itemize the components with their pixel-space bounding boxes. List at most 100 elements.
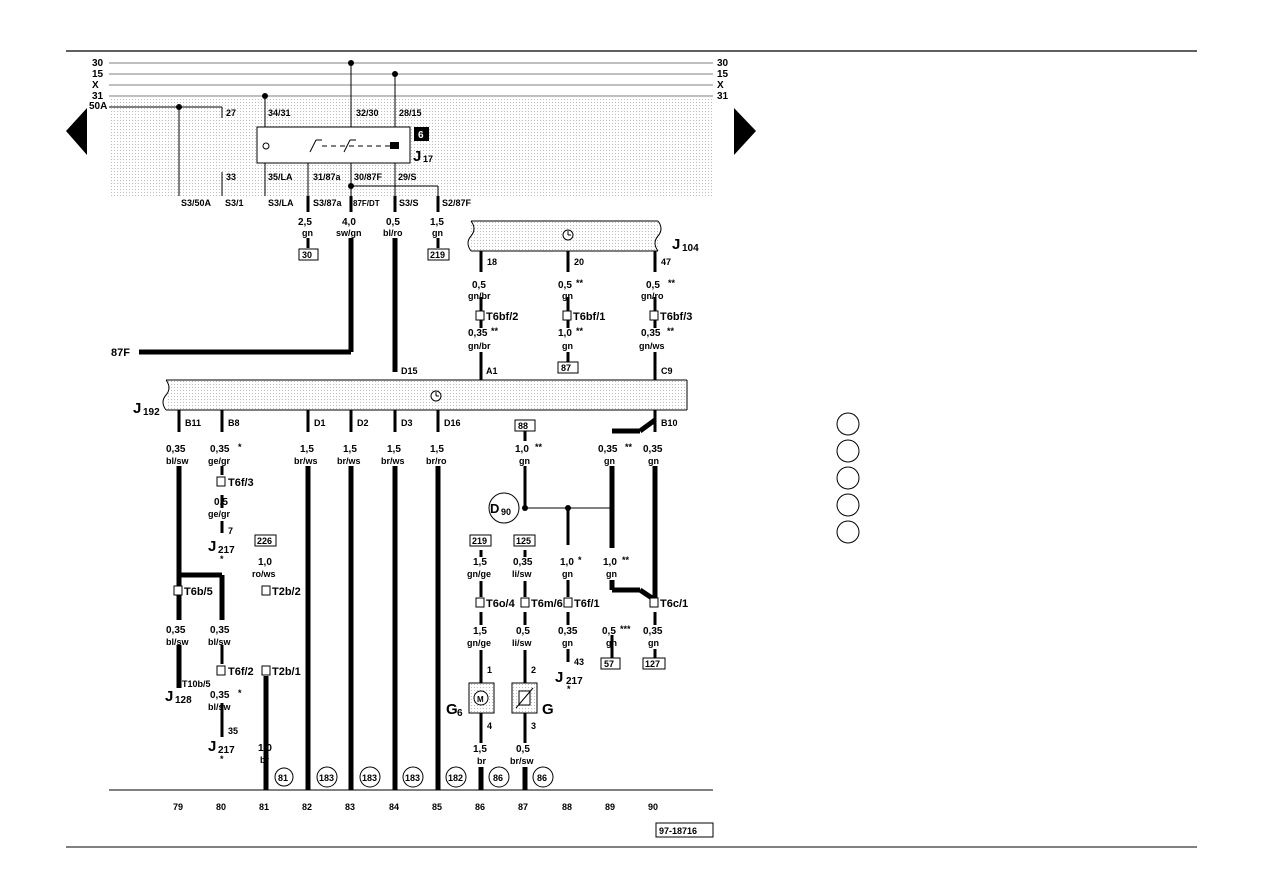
wire-s-color: bl/ro <box>383 228 403 238</box>
ref-125: 125 <box>516 536 531 546</box>
j104-wires <box>479 251 657 380</box>
conn-t6c-1-icon <box>649 597 659 608</box>
b89-mark2: ** <box>622 555 630 565</box>
conn-t2b-2: T2b/2 <box>272 586 301 598</box>
ref-219-top: 219 <box>430 250 445 260</box>
b80-size2: 0,5 <box>214 497 228 508</box>
b81-size2: 1,0 <box>258 743 272 754</box>
module-j104-left-edge <box>467 220 475 252</box>
j104-w20-marks-b: ** <box>576 326 584 336</box>
ref-box-125 <box>513 534 536 547</box>
b84-ref-circle <box>402 766 424 788</box>
conn-t6f-2: T6f/2 <box>228 666 254 678</box>
rail-label-15-right: 15 <box>717 69 729 80</box>
previous-page-arrow-icon[interactable] <box>66 108 87 155</box>
component-g6-name: G <box>446 701 458 718</box>
b86-color3: br <box>477 756 486 766</box>
svg-text:M: M <box>477 695 484 704</box>
j104-w47-marks-a: ** <box>668 278 676 288</box>
module-j192 <box>166 380 687 410</box>
track-90: 90 <box>648 802 658 812</box>
b79-color1: bl/sw <box>166 456 190 466</box>
module-j192-sub: 192 <box>143 407 160 418</box>
b80-pin2: 7 <box>228 526 233 536</box>
b86-color: gn/ge <box>467 569 491 579</box>
j104-w18-color-a: gn/br <box>468 291 491 301</box>
b81-circle-label: 81 <box>278 773 288 783</box>
ref-box-219-bottom <box>469 534 492 547</box>
ref-box-87 <box>557 361 579 374</box>
b86-pin-bot: 4 <box>487 721 492 731</box>
ref-57: 57 <box>604 659 614 669</box>
track-81: 81 <box>259 802 269 812</box>
splice-d90-sub: 90 <box>501 507 511 517</box>
j104-w18-size-b: 0,35 <box>468 328 488 339</box>
b90-color: gn <box>648 456 659 466</box>
b86-color2: gn/ge <box>467 638 491 648</box>
b89-mark: ** <box>625 442 633 452</box>
next-page-arrow-icon[interactable] <box>734 108 756 155</box>
b79-size1: 0,35 <box>166 444 186 455</box>
ref-box-127 <box>642 657 666 670</box>
splice-d90-dot <box>522 505 528 511</box>
j104-w20-marks-a: ** <box>576 278 584 288</box>
b87-ref-circle <box>532 766 554 788</box>
b80-color1: ge/gr <box>208 456 231 466</box>
track-86: 86 <box>475 802 485 812</box>
bottom-term-s3-la: S3/LA <box>268 198 294 208</box>
track-87: 87 <box>518 802 528 812</box>
b82-size: 1,5 <box>300 444 314 455</box>
ref-box-219-top <box>427 248 450 261</box>
b90-color2: gn <box>648 638 659 648</box>
power-rails: 30 15 X 31 50A 30 15 X 31 <box>89 58 729 112</box>
conn-t6bf-2-icon <box>475 310 485 321</box>
module-j104-right-edge <box>654 220 662 252</box>
conn-t2b-1-icon <box>261 665 271 676</box>
j104-w18-size-a: 0,5 <box>472 280 486 291</box>
term-33: 33 <box>226 172 236 182</box>
bottom-term-s3-1: S3/1 <box>225 198 244 208</box>
b87-size2: 0,5 <box>516 626 530 637</box>
b80-comp-sub: 217 <box>218 545 235 556</box>
b86-size: 1,5 <box>473 557 487 568</box>
b80-color4: bl/sw <box>208 702 232 712</box>
wire-30-size: 2,5 <box>298 217 312 228</box>
b81-color2: br <box>260 755 269 765</box>
b80-size3: 0,35 <box>210 625 230 636</box>
splice-d90-circle <box>488 492 520 524</box>
track-89: 89 <box>605 802 615 812</box>
track-79: 79 <box>173 802 183 812</box>
b80-comp-name: J <box>208 538 216 555</box>
ref-box-88 <box>514 419 536 432</box>
b80-comp2-sub: 217 <box>218 745 235 756</box>
conn-t6b-5-icon <box>173 585 183 596</box>
b85-circle-label: 182 <box>448 773 463 783</box>
b80-comp2-mark: * <box>220 754 224 764</box>
figure-id-box <box>655 822 714 838</box>
wire-219-color: gn <box>432 228 443 238</box>
j192-pin-d16: D16 <box>444 418 461 428</box>
b82-color: br/ws <box>294 456 318 466</box>
j104-w18-color-b: gn/br <box>468 341 491 351</box>
rail-label-31: 31 <box>92 91 104 102</box>
term-34-31: 34/31 <box>268 108 291 118</box>
module-j104-name: J <box>672 236 680 253</box>
wire-87f-color: sw/gn <box>336 228 362 238</box>
b87-pin-bot: 3 <box>531 721 536 731</box>
b80-comp2-name: J <box>208 738 216 755</box>
j192-pin-d15: D15 <box>401 366 418 376</box>
b86-pin-top: 1 <box>487 665 492 675</box>
b89-color: gn <box>604 456 615 466</box>
conn-t6f-3-icon <box>216 476 226 487</box>
b84-size: 1,5 <box>387 444 401 455</box>
wire-219-size: 1,5 <box>430 217 444 228</box>
j104-pin-47: 47 <box>661 257 671 267</box>
b80-color2: ge/gr <box>208 509 231 519</box>
b81-ref-circle <box>274 767 294 787</box>
motor-icon: M <box>473 690 489 706</box>
track-85: 85 <box>432 802 442 812</box>
term-28-15: 28/15 <box>399 108 422 118</box>
b79-size2: 0,35 <box>166 625 186 636</box>
lower-wires <box>109 410 713 791</box>
